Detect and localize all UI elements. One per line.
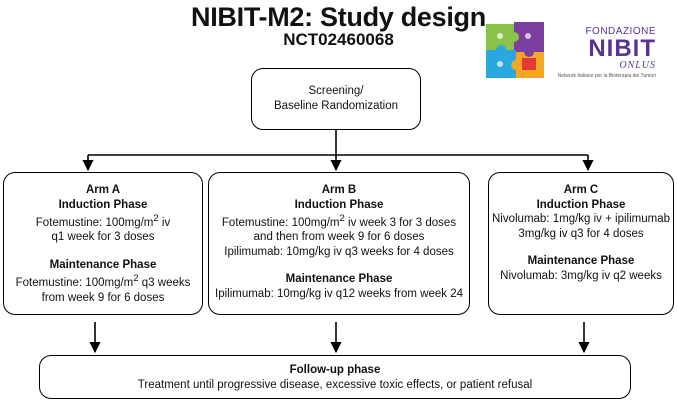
arm-c-induction-line-1: Nivolumab: 1mg/kg iv + ipilimumab <box>492 213 670 225</box>
arm-a-maintenance-line-2: from week 9 for 6 doses <box>41 291 165 304</box>
screening-box: Screening/ Baseline Randomization <box>251 68 421 130</box>
arm-b-induction-line-2: and then from week 9 for 6 doses <box>253 231 425 244</box>
screening-line-2: Baseline Randomization <box>273 99 399 112</box>
fondazione-nibit-logo: FONDAZIONE NIBIT ONLUS Network Italiano … <box>480 20 676 82</box>
page-title: NIBIT-M2: Study design <box>191 2 486 32</box>
arm-a-induction-line-1: Fotemustine: 100mg/m2 iv <box>35 213 171 229</box>
arm-a-title: Arm A <box>85 184 121 196</box>
followup-title: Follow-up phase <box>289 364 381 376</box>
arm-c-title: Arm C <box>563 184 599 196</box>
followup-description: Treatment until progressive disease, exc… <box>137 378 533 391</box>
logo-fondazione-text: FONDAZIONE <box>585 26 656 37</box>
arm-a-maintenance-line-1: Fotemustine: 100mg/m2 q3 weeks <box>15 273 191 290</box>
arm-c-maintenance-line-1: Nivolumab: 3mg/kg iv q2 weeks <box>500 269 662 282</box>
logo-tagline: Network Italiano per la Bioterapia dei T… <box>557 73 656 79</box>
arm-b-induction-line-1: Fotemustine: 100mg/m2 iv week 3 for 3 do… <box>221 213 457 229</box>
arm-b-maintenance-heading: Maintenance Phase <box>285 273 393 286</box>
puzzle-logo-icon <box>486 22 544 78</box>
arm-c-induction-line-2: 3mg/kg iv q3 for 4 doses <box>518 227 644 240</box>
arm-b-box: Arm B Induction Phase Fotemustine: 100mg… <box>208 172 470 315</box>
screening-line-1: Screening/ <box>308 85 364 97</box>
arm-a-maintenance-heading: Maintenance Phase <box>49 258 157 271</box>
arm-a-induction-line-2: q1 week for 3 doses <box>51 231 155 244</box>
trial-id: NCT02460068 <box>283 30 394 49</box>
arm-a-box: Arm A Induction Phase Fotemustine: 100mg… <box>3 172 203 315</box>
arm-b-induction-line-3: Ipilimumab: 10mg/kg iv q3 weeks for 4 do… <box>224 245 454 258</box>
arm-a-induction-heading: Induction Phase <box>58 198 148 211</box>
logo-onlus-text: ONLUS <box>619 60 656 71</box>
arm-c-maintenance-heading: Maintenance Phase <box>527 255 635 267</box>
arm-c-induction-heading: Induction Phase <box>536 198 626 211</box>
logo-nibit-text: NIBIT <box>588 35 656 62</box>
arm-c-box: Arm C Induction Phase Nivolumab: 1mg/kg … <box>488 172 674 315</box>
followup-box: Follow-up phase Treatment until progress… <box>39 355 631 399</box>
arm-b-title: Arm B <box>321 184 357 196</box>
arm-b-maintenance-line-1: Ipilimumab: 10mg/kg iv q12 weeks from we… <box>215 287 463 300</box>
arm-b-induction-heading: Induction Phase <box>294 198 384 211</box>
